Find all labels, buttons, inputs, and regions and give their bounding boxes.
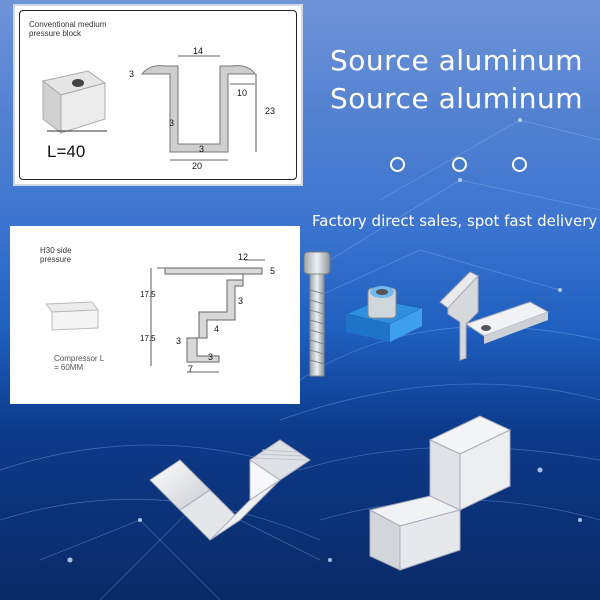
dim2-top: 12 <box>238 252 249 262</box>
dim-bottom: 20 <box>192 161 203 171</box>
side-profile-drawing <box>150 259 265 373</box>
block-3d-illustration <box>41 70 107 135</box>
panel-label: Conventional medium pressure block <box>29 20 106 38</box>
dim2-upper-wall: 3 <box>238 296 244 306</box>
side-clamp-illustration <box>45 301 99 331</box>
dim-left: 3 <box>129 69 135 79</box>
dim-height: 23 <box>265 106 276 116</box>
panel2-label-line2: pressure <box>40 255 72 264</box>
dim2-mid: 4 <box>214 324 220 334</box>
dim2-lower-height: 17.5 <box>140 334 156 343</box>
blue-nut-image <box>344 286 424 342</box>
bolt-image <box>303 251 331 377</box>
panel-label-line2: pressure block <box>29 29 82 38</box>
dim-right-flange: 10 <box>237 88 248 98</box>
dim2-foot-wall: 3 <box>208 352 214 362</box>
indicator-dot-2[interactable] <box>452 157 467 172</box>
compressor-caption-line2: = 60MM <box>54 363 84 372</box>
dim2-top-right: 5 <box>270 266 276 276</box>
compressor-caption: Compressor L = 60MM <box>54 354 104 372</box>
indicator-dot-1[interactable] <box>390 157 405 172</box>
h30-side-panel: H30 side pressure Compressor L = 60MM 12… <box>10 226 300 404</box>
dim-wall-bottom: 3 <box>199 144 205 154</box>
panel-label-line1: Conventional medium <box>29 20 107 29</box>
end-clamp-small-image <box>439 271 550 361</box>
length-label: L=40 <box>47 142 86 161</box>
conventional-block-panel: Conventional medium pressure block L=40 … <box>13 4 303 186</box>
tagline: Factory direct sales, spot fast delivery <box>312 212 598 230</box>
headline-line2: Source aluminum <box>330 82 584 115</box>
block-profile-drawing <box>140 55 257 161</box>
end-clamp-large-left-image <box>149 439 311 541</box>
panel2-label: H30 side pressure <box>40 246 72 264</box>
indicator-dot-3[interactable] <box>512 157 527 172</box>
compressor-caption-line1: Compressor L <box>54 354 105 363</box>
dim-wall-left: 3 <box>169 118 175 128</box>
dim-top: 14 <box>193 46 204 56</box>
z-clamp-large-right-image <box>368 415 512 571</box>
panel-frame <box>19 10 297 180</box>
dim2-foot: 7 <box>188 364 194 374</box>
dim2-upper-height: 17.5 <box>140 290 156 299</box>
dim2-lower-wall: 3 <box>176 336 182 346</box>
headline-line1: Source aluminum <box>330 44 584 77</box>
panel2-label-line1: H30 side <box>40 246 72 255</box>
